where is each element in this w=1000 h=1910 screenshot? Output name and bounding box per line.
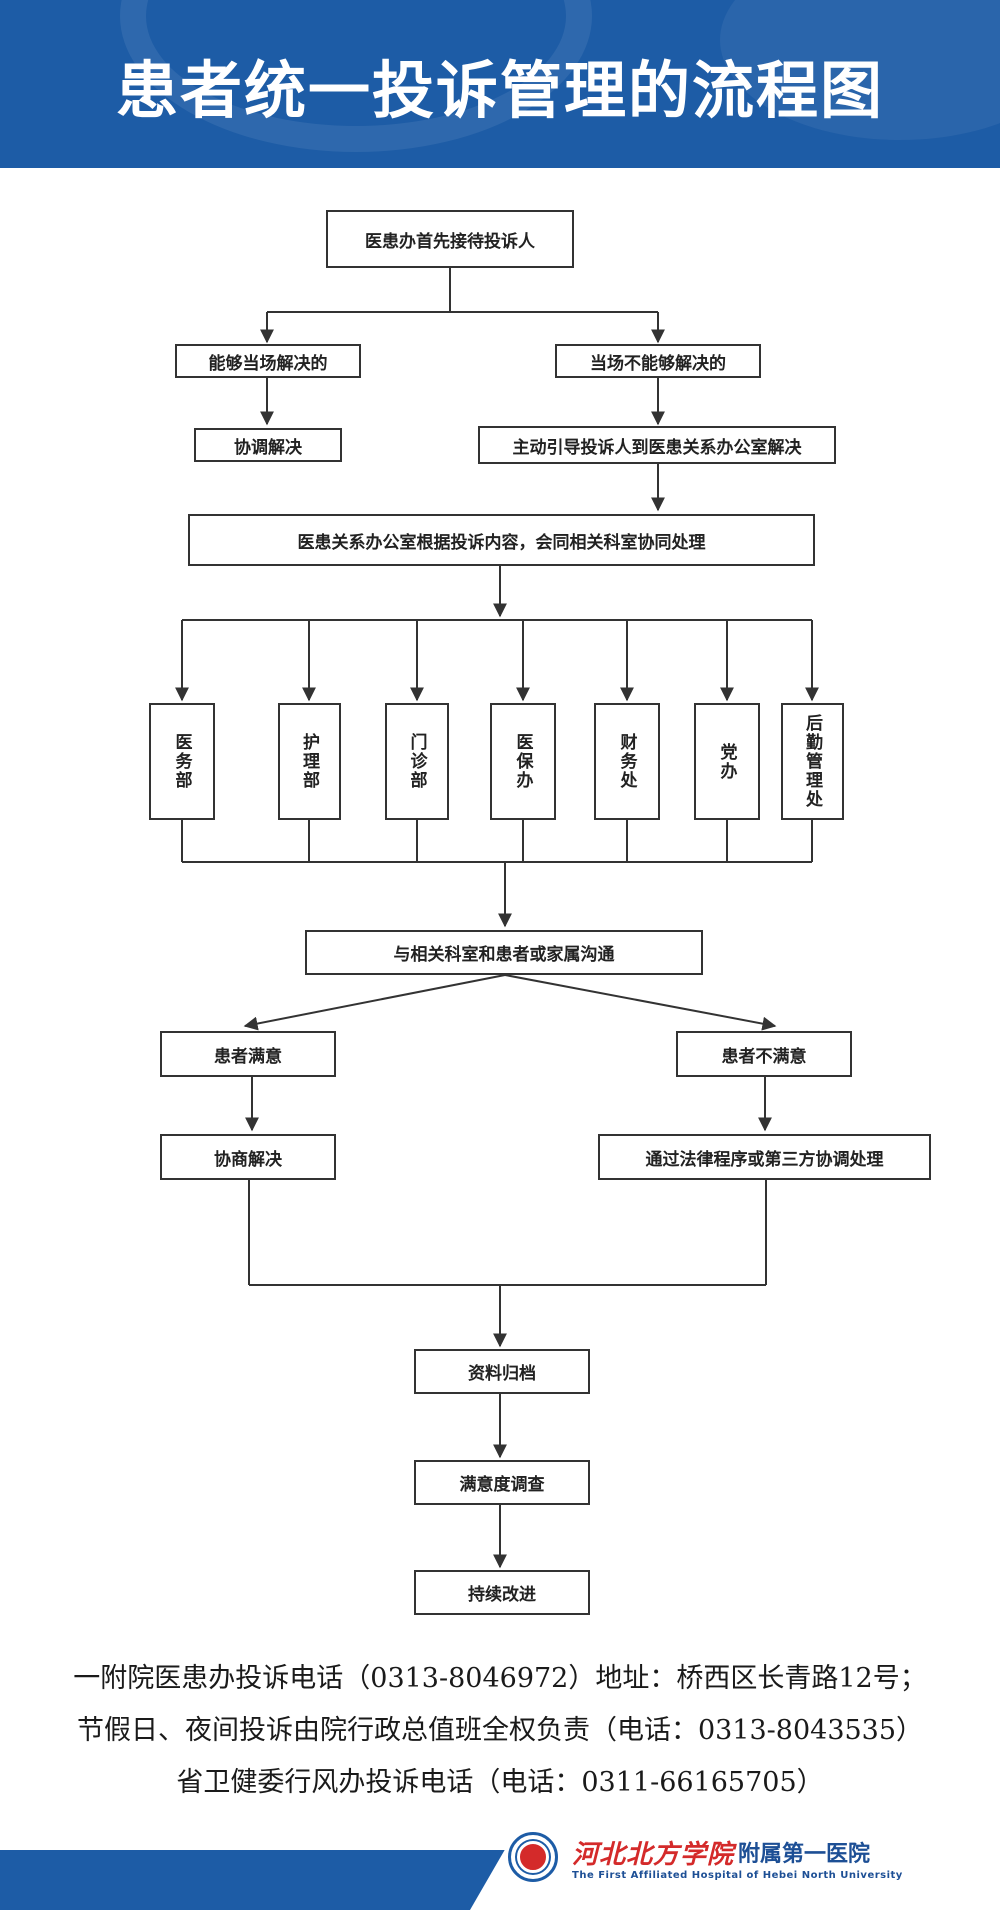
node-survey: 满意度调查 — [414, 1460, 590, 1505]
node-process: 医患关系办公室根据投诉内容，会同相关科室协同处理 — [188, 514, 815, 566]
node-unsatisfied: 患者不满意 — [676, 1031, 852, 1077]
node-dept-medical: 医务部 — [149, 703, 215, 820]
node-dept-party: 党办 — [694, 703, 760, 820]
node-branch-left: 能够当场解决的 — [175, 344, 361, 378]
node-satisfied-result: 协商解决 — [160, 1134, 336, 1180]
node-branch-right-result: 主动引导投诉人到医患关系办公室解决 — [478, 426, 836, 464]
node-unsatisfied-result: 通过法律程序或第三方协调处理 — [598, 1134, 931, 1180]
header-banner: 患者统一投诉管理的流程图 — [0, 0, 1000, 168]
logo-hospital-name: 附属第一医院 — [738, 1842, 871, 1867]
info-complaint-phone: 一附院医患办投诉电话（0313-8046972）地址：桥西区长青路12号； — [73, 1663, 927, 1694]
page-title: 患者统一投诉管理的流程图 — [115, 54, 884, 127]
logo-english-name: The First Affiliated Hospital of Hebei N… — [572, 1870, 903, 1881]
node-dept-nursing: 护理部 — [278, 703, 341, 820]
node-dept-insurance: 医保办 — [490, 703, 556, 820]
hospital-seal-icon — [508, 1832, 558, 1882]
logo-university-name: 河北北方学院 — [572, 1840, 735, 1870]
node-dept-finance: 财务处 — [594, 703, 660, 820]
node-improve: 持续改进 — [414, 1570, 590, 1615]
node-branch-right: 当场不能够解决的 — [555, 344, 761, 378]
node-communicate: 与相关科室和患者或家属沟通 — [305, 930, 703, 975]
node-branch-left-result: 协调解决 — [194, 428, 342, 462]
info-provincial-complaint: 省卫健委行风办投诉电话（电话：0311-66165705） — [176, 1767, 824, 1798]
node-dept-outpatient: 门诊部 — [385, 703, 449, 820]
info-holiday-complaint: 节假日、夜间投诉由院行政总值班全权负责（电话：0313-8043535） — [76, 1715, 924, 1746]
node-dept-logistics: 后勤管理处 — [781, 703, 844, 820]
node-archive: 资料归档 — [414, 1349, 590, 1394]
node-start: 医患办首先接待投诉人 — [326, 210, 574, 268]
node-satisfied: 患者满意 — [160, 1031, 336, 1077]
